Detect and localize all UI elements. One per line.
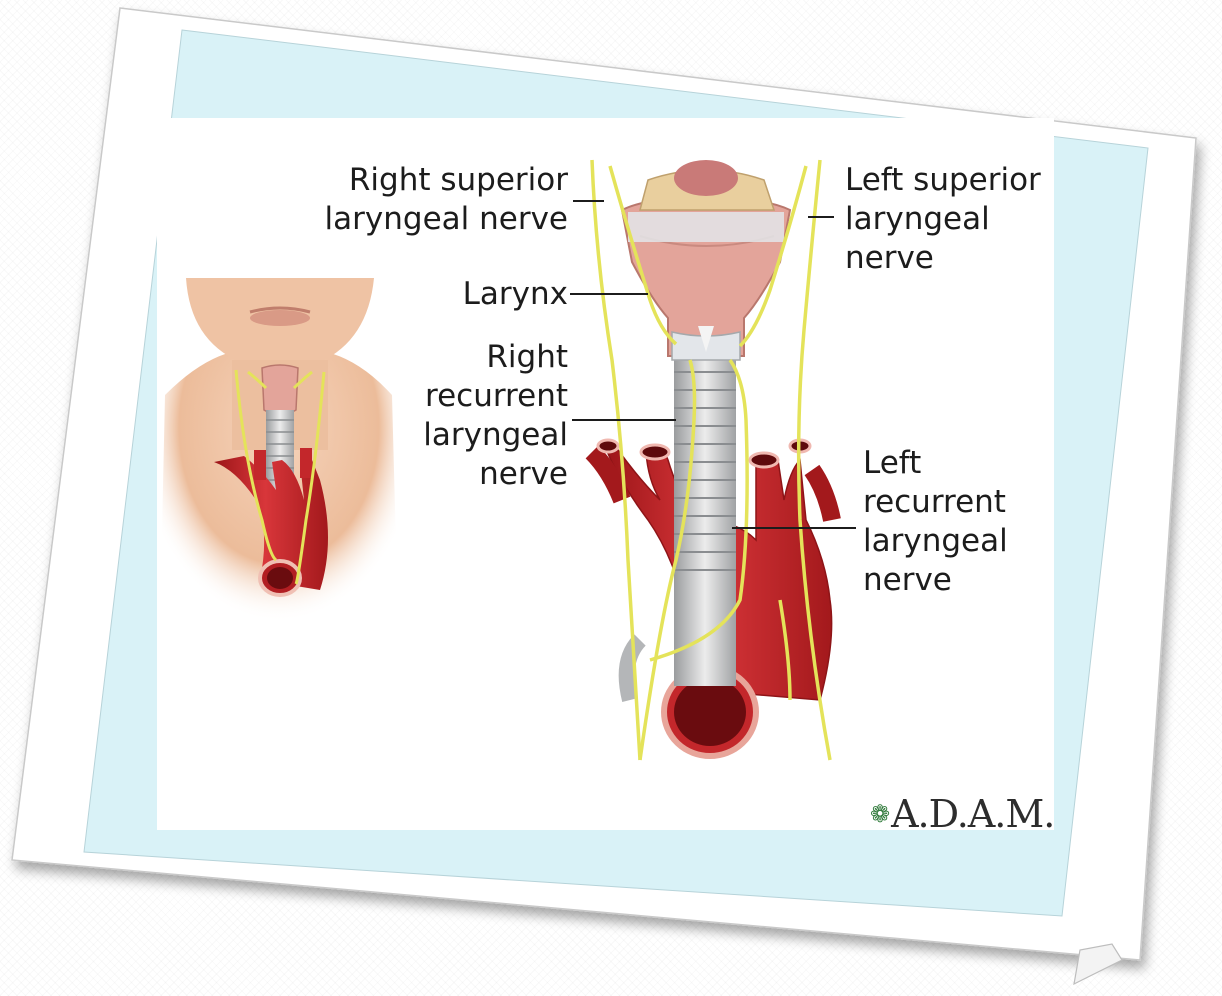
label-left-recurrent-laryngeal-nerve: Left recurrent laryngeal nerve: [863, 444, 1008, 600]
label-right-superior-laryngeal-nerve: Right superior laryngeal nerve: [290, 161, 568, 239]
label-larynx: Larynx: [400, 275, 568, 314]
label-left-superior-laryngeal-nerve: Left superior laryngeal nerve: [845, 161, 1041, 278]
logo-text: A.D.A.M.: [891, 792, 1054, 836]
leaf-icon: ❁: [870, 800, 889, 828]
adam-logo: ❁ A.D.A.M.: [870, 792, 1054, 836]
label-right-recurrent-laryngeal-nerve: Right recurrent laryngeal nerve: [380, 338, 568, 494]
page-curl: [1074, 944, 1122, 984]
